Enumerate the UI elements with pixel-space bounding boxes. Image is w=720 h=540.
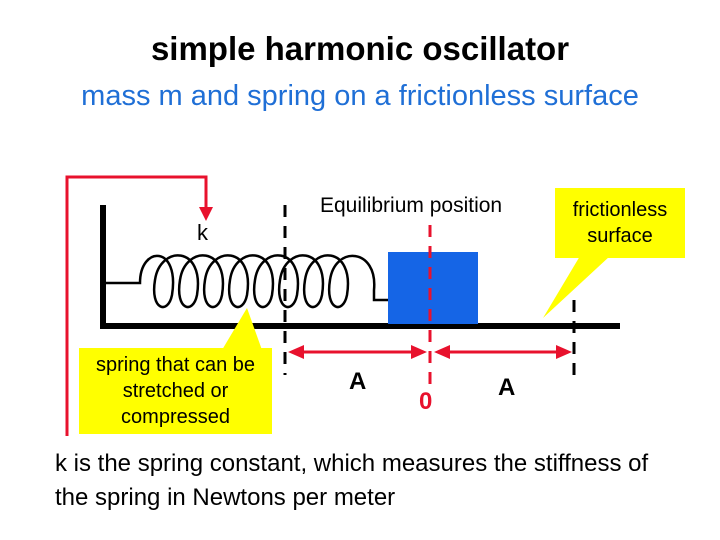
amplitude-arrow-right-head-start	[434, 345, 450, 359]
amplitude-arrow-left-head-start	[288, 345, 304, 359]
amplitude-right-label: A	[498, 374, 516, 401]
amplitude-arrow-left-head-end	[411, 345, 427, 359]
spring-callout: spring that can be stretched or compress…	[79, 348, 272, 434]
spring-constant-label: k	[197, 220, 208, 245]
slide-title: simple harmonic oscillator	[150, 30, 570, 67]
surface-callout-text: frictionless surface	[572, 199, 668, 247]
surface-callout: frictionless surface	[555, 188, 685, 258]
k-pointer-arrowhead	[199, 207, 213, 221]
k-pointer-line	[65, 175, 208, 436]
slide-subtitle: mass m and spring on a frictionless surf…	[81, 80, 639, 112]
mass-block	[388, 252, 478, 324]
spring-coil	[106, 254, 388, 309]
equilibrium-zero-label: 0	[419, 388, 433, 415]
amplitude-arrow-right-head-end	[556, 345, 572, 359]
surface-callout-tail	[543, 256, 610, 318]
caption: k is the spring constant, which measures…	[55, 450, 649, 511]
spring-callout-tail	[222, 308, 262, 350]
equilibrium-position-label: Equilibrium position	[320, 194, 503, 217]
spring-callout-text: spring that can be stretched or compress…	[96, 354, 255, 428]
amplitude-left-label: A	[349, 368, 367, 395]
